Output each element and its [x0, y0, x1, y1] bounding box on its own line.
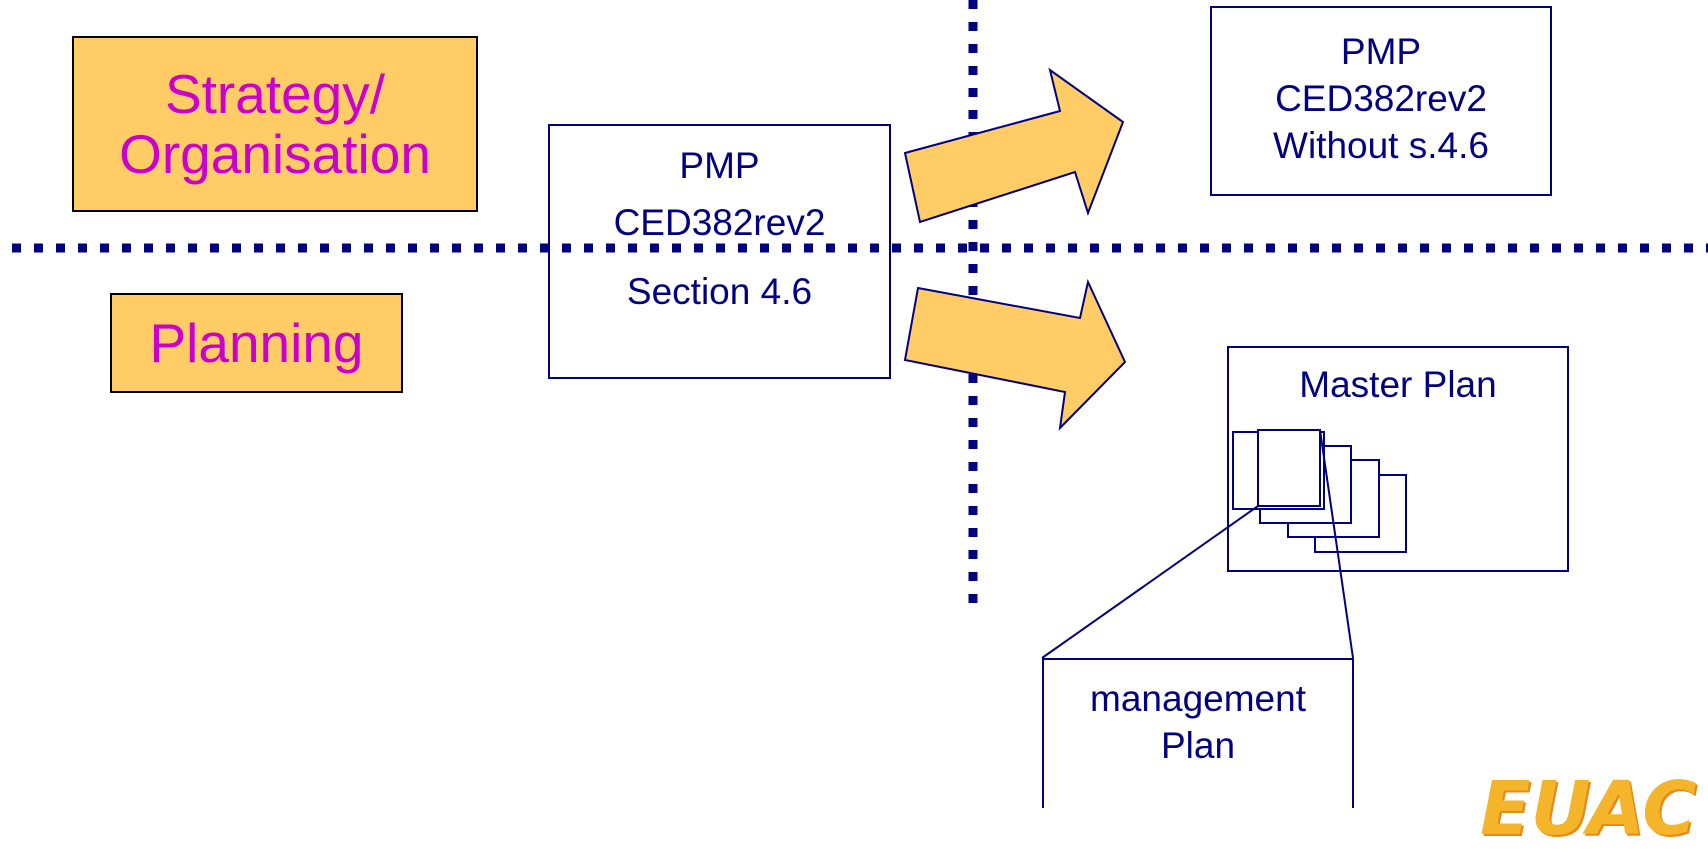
- master-plan-box: Master Plan: [1227, 346, 1569, 572]
- pmp-section-number: Section 4.6: [626, 271, 813, 312]
- euac-logo: EUAC: [1480, 766, 1697, 852]
- strategy-organisation-label: Strategy/ Organisation: [72, 36, 478, 212]
- planning-label-text: Planning: [149, 312, 364, 374]
- diagram-canvas: [12, 0, 1708, 659]
- sub-plan-page-front: [1257, 429, 1321, 507]
- arrow-to-strategy: [903, 67, 1125, 224]
- management-plan-box: management Plan: [1042, 658, 1354, 808]
- management-plan-line1: management: [1090, 678, 1306, 719]
- zoom-line-left: [1041, 505, 1259, 659]
- management-plan-line2: Plan: [1160, 725, 1236, 766]
- pmp-without-title: PMP: [1340, 31, 1422, 72]
- pmp-without-doc-id: CED382rev2: [1275, 78, 1487, 119]
- pmp-section-doc-id: CED382rev2: [613, 202, 826, 243]
- pmp-section-4-6-box: PMP CED382rev2 Section 4.6: [548, 124, 891, 379]
- zoom-line-right: [1319, 429, 1354, 659]
- pmp-without-section-box: PMP CED382rev2 Without s.4.6: [1210, 6, 1552, 196]
- master-plan-title: Master Plan: [1299, 364, 1497, 405]
- arrow-to-planning: [903, 278, 1127, 431]
- strategy-label-line1: Strategy/: [164, 63, 386, 125]
- pmp-without-section: Without s.4.6: [1273, 125, 1489, 166]
- planning-label: Planning: [110, 293, 403, 393]
- pmp-section-title: PMP: [679, 145, 760, 186]
- strategy-label-line2: Organisation: [119, 123, 431, 185]
